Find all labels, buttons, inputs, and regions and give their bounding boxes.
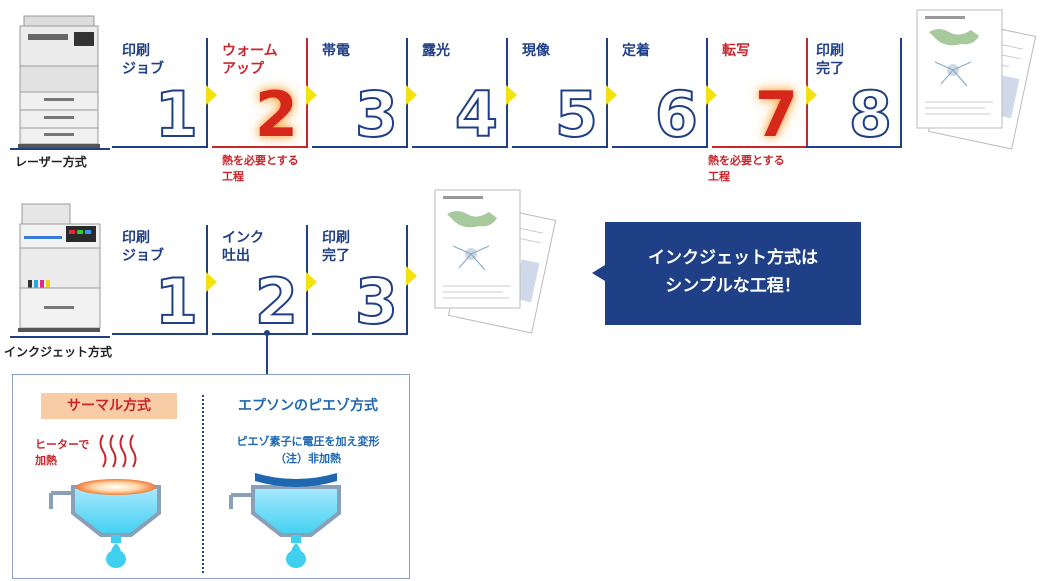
- step-label: インク 吐出: [222, 230, 264, 264]
- step-number: 1: [154, 78, 199, 151]
- laser-printer-icon: [18, 15, 100, 148]
- step-arrow-icon: [206, 272, 217, 292]
- inkjet-step-2: インク 吐出 2: [212, 225, 308, 335]
- piezo-nozzle-icon: [229, 473, 341, 568]
- laser-step-3: 帯電 3: [312, 38, 408, 148]
- step-number: 2: [254, 78, 298, 151]
- step-label: ウォーム アップ: [222, 43, 278, 77]
- laser-step-7: 転写 7: [712, 38, 808, 148]
- callout-text: インクジェット方式は シンプルな工程！: [648, 248, 818, 296]
- laser-step-4: 露光 4: [412, 38, 508, 148]
- heat-waves-icon: [99, 434, 137, 468]
- laser-step-8: 印刷 完了 8: [806, 38, 902, 148]
- laser-step-1: 印刷 ジョブ 1: [112, 38, 208, 148]
- inkjet-printer-icon: [18, 203, 101, 332]
- printed-document-icon: [434, 189, 557, 334]
- step-label: 帯電: [322, 43, 350, 59]
- thermal-nozzle-icon: [49, 479, 161, 568]
- method-divider: [202, 395, 204, 573]
- connector-line: [266, 336, 268, 374]
- heat-note-step7: 熱を必要とする 工程: [708, 154, 785, 183]
- laser-baseline: [10, 148, 110, 150]
- step-label: 印刷 ジョブ: [122, 230, 164, 264]
- simple-process-callout: インクジェット方式は シンプルな工程！: [592, 222, 861, 325]
- step-number: 6: [654, 78, 699, 151]
- step-number: 1: [154, 265, 199, 338]
- step-number: 5: [554, 78, 599, 151]
- inkjet-method-caption: インクジェット方式: [4, 345, 113, 359]
- step-arrow-icon: [406, 266, 417, 286]
- step-arrow-icon: [806, 85, 817, 105]
- thermal-method-title: サーマル方式: [41, 393, 177, 419]
- step-arrow-icon: [306, 85, 317, 105]
- step-number: 3: [354, 78, 399, 151]
- step-label: 印刷 完了: [816, 43, 844, 77]
- piezo-description: ピエゾ素子に電圧を加え変形 （注）非加熱: [236, 435, 380, 465]
- laser-step-2: ウォーム アップ 2: [212, 38, 308, 148]
- step-number: 3: [354, 265, 399, 338]
- step-label: 定着: [622, 43, 650, 59]
- laser-step-6: 定着 6: [612, 38, 708, 148]
- laser-method-caption: レーザー方式: [15, 155, 87, 169]
- step-number: 4: [454, 78, 499, 151]
- step-arrow-icon: [506, 85, 517, 105]
- step-arrow-icon: [206, 85, 217, 105]
- step-label: 現像: [522, 43, 550, 59]
- connector-dot: [264, 330, 270, 336]
- step-label: 印刷 ジョブ: [122, 43, 164, 77]
- step-arrow-icon: [406, 85, 417, 105]
- callout-tail: [592, 265, 605, 281]
- step-arrow-icon: [706, 85, 717, 105]
- piezo-method-title: エプソンのピエゾ方式: [238, 398, 378, 414]
- step-number: 2: [254, 265, 299, 338]
- step-number: 7: [754, 78, 798, 151]
- inkjet-baseline: [10, 336, 110, 338]
- printed-document-icon: [916, 9, 1037, 150]
- laser-step-5: 現像 5: [512, 38, 608, 148]
- inkjet-step-1: 印刷 ジョブ 1: [112, 225, 208, 335]
- step-number: 8: [848, 78, 893, 151]
- step-arrow-icon: [606, 85, 617, 105]
- heater-label: ヒーターで 加熱: [35, 438, 90, 467]
- inkjet-step-3: 印刷 完了 3: [312, 225, 408, 335]
- inkjet-method-comparison-panel: サーマル方式 ヒーターで 加熱 エプソンのピエゾ方式 ピエゾ素子に電圧を加: [12, 374, 410, 579]
- step-label: 印刷 完了: [322, 230, 350, 264]
- step-label: 転写: [722, 43, 750, 59]
- step-arrow-icon: [306, 272, 317, 292]
- heat-note-step2: 熱を必要とする 工程: [222, 154, 299, 183]
- step-label: 露光: [422, 43, 450, 59]
